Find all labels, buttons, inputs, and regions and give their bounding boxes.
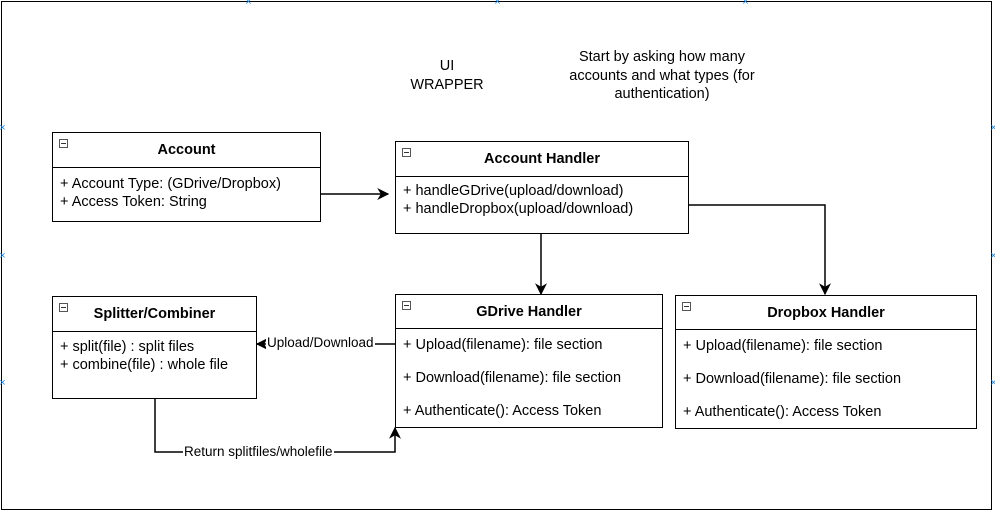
resize-handle-right-upper[interactable]: × [990, 122, 995, 134]
splitter-combiner-class-title: Splitter/Combiner [93, 306, 216, 322]
splitter-combiner-member: + combine(file) : whole file [60, 357, 229, 373]
gdrive-handler-member: + Download(filename): file section [403, 370, 622, 386]
account-handler-class-header: Account Handler [396, 142, 688, 177]
dropbox-handler-class-members: + Upload(filename): file section + Downl… [676, 330, 976, 421]
account-handler-member: + handleGDrive(upload/download) [403, 183, 624, 199]
dropbox-handler-class-header: Dropbox Handler [676, 296, 976, 330]
dropbox-handler-member: + Authenticate(): Access Token [683, 404, 882, 420]
resize-handle-left-upper[interactable]: × [0, 122, 6, 134]
resize-handle-top-middle[interactable]: × [494, 0, 501, 8]
edge-label-return: Return splitfiles/wholefile [183, 444, 334, 460]
collapse-icon[interactable] [402, 301, 411, 310]
dropbox-handler-class-title: Dropbox Handler [767, 304, 885, 321]
splitter-combiner-class[interactable]: Splitter/Combiner + split(file) : split … [52, 296, 257, 399]
resize-handle-left-lower[interactable]: × [0, 377, 6, 389]
gdrive-handler-class-members: + Upload(filename): file section + Downl… [396, 329, 662, 420]
ui-wrapper-line-2: WRAPPER [410, 76, 484, 93]
splitter-combiner-member: + split(file) : split files [60, 339, 195, 355]
dropbox-handler-member: + Download(filename): file section [683, 371, 902, 387]
gdrive-handler-class-header: GDrive Handler [396, 295, 662, 329]
account-handler-class-members: + handleGDrive(upload/download) + handle… [396, 177, 688, 218]
account-class-title: Account [157, 142, 216, 158]
account-handler-class[interactable]: Account Handler + handleGDrive(upload/do… [395, 141, 689, 234]
splitter-combiner-class-members: + split(file) : split files + combine(fi… [53, 332, 256, 374]
account-class-header: Account [53, 133, 320, 168]
gdrive-handler-class-title: GDrive Handler [476, 303, 582, 320]
resize-handle-left-middle[interactable]: × [0, 250, 6, 262]
gdrive-handler-class[interactable]: GDrive Handler + Upload(filename): file … [395, 294, 663, 428]
dropbox-handler-class[interactable]: Dropbox Handler + Upload(filename): file… [675, 295, 977, 429]
gdrive-handler-member: + Upload(filename): file section [403, 337, 603, 353]
resize-handle-top-right[interactable]: × [742, 0, 749, 8]
resize-handle-top-left[interactable]: × [245, 0, 252, 8]
account-member: + Account Type: (GDrive/Dropbox) [60, 176, 281, 192]
ui-wrapper-line-1: UI [439, 58, 455, 74]
collapse-icon[interactable] [682, 302, 691, 311]
account-member: + Access Token: String [60, 194, 207, 210]
collapse-icon[interactable] [59, 303, 68, 312]
dropbox-handler-member: + Upload(filename): file section [683, 338, 883, 354]
resize-handle-right-middle[interactable]: × [990, 250, 995, 262]
account-class[interactable]: Account + Account Type: (GDrive/Dropbox)… [52, 132, 321, 222]
splitter-combiner-class-header: Splitter/Combiner [53, 297, 256, 332]
collapse-icon[interactable] [59, 139, 68, 148]
resize-handle-right-lower[interactable]: × [990, 377, 995, 389]
start-note: Start by asking how many accounts and wh… [542, 48, 782, 104]
account-handler-class-title: Account Handler [483, 151, 600, 167]
start-note-line-3: authentication) [614, 86, 710, 102]
account-handler-member: + handleDropbox(upload/download) [403, 201, 634, 217]
gdrive-handler-member: + Authenticate(): Access Token [403, 403, 602, 419]
account-class-members: + Account Type: (GDrive/Dropbox) + Acces… [53, 168, 320, 211]
collapse-icon[interactable] [402, 148, 411, 157]
start-note-line-2: accounts and what types (for [569, 67, 755, 84]
edge-label-upload-download: Upload/Download [266, 335, 375, 351]
ui-wrapper-label: UI WRAPPER [397, 57, 497, 94]
edge-handler-to-dropbox[interactable] [689, 204, 831, 296]
start-note-line-1: Start by asking how many [578, 49, 746, 65]
